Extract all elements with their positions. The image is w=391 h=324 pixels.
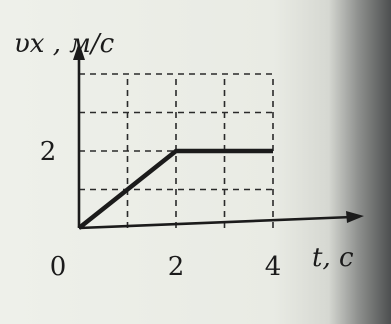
- x-axis: [78, 215, 353, 230]
- x-tick-label: 4: [265, 252, 282, 282]
- y-axis-arrow: [73, 42, 85, 60]
- series: [77, 148, 274, 230]
- axes: [73, 42, 364, 230]
- y-tick-label: 2: [40, 137, 57, 167]
- y-axis-label: υx , м/с: [14, 29, 115, 59]
- origin-label: 0: [50, 252, 67, 282]
- x-axis-label: t, с: [312, 243, 354, 273]
- x-tick-label: 2: [168, 252, 185, 282]
- x-axis-arrow: [346, 211, 364, 223]
- labels: 2 4 2 0 υx , м/с t, с: [14, 29, 354, 282]
